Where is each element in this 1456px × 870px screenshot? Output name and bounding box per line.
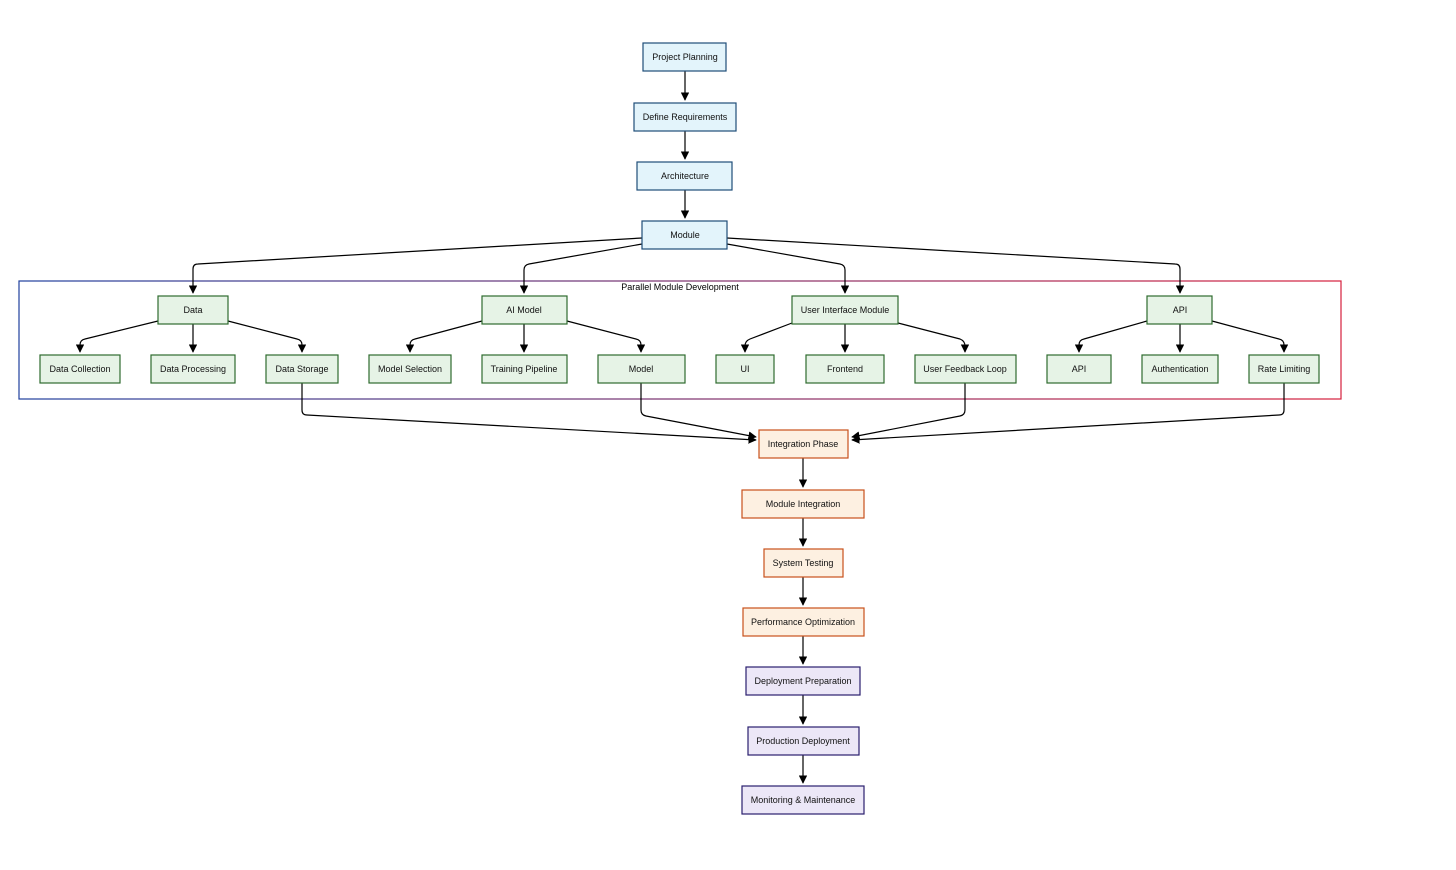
node-label: Authentication	[1151, 364, 1208, 374]
group-title: Parallel Module Development	[621, 282, 739, 292]
node-label: Integration Phase	[768, 439, 839, 449]
node-label: Training Pipeline	[491, 364, 558, 374]
node-system-testing[interactable]: System Testing	[763, 548, 844, 578]
edge-api-api	[1074, 320, 1148, 353]
node-training-pipeline[interactable]: Training Pipeline	[481, 354, 568, 384]
node-label: Define Requirements	[643, 112, 728, 122]
node-data[interactable]: Data	[157, 295, 229, 325]
node-model-selection[interactable]: Model Selection	[368, 354, 452, 384]
node-integration-phase[interactable]: Integration Phase	[758, 429, 849, 459]
node-label: Performance Optimization	[751, 617, 855, 627]
node-production-deployment[interactable]: Production Deployment	[747, 726, 860, 756]
node-ai-model[interactable]: AI Model	[481, 295, 568, 325]
node-label: AI Model	[506, 305, 542, 315]
edge-storage-integration	[301, 383, 757, 444]
node-frontend[interactable]: Frontend	[805, 354, 885, 384]
node-label: Project Planning	[652, 52, 718, 62]
node-module[interactable]: Module	[641, 220, 728, 250]
edge-uimodule-feedback	[897, 322, 970, 353]
edge-ai-model	[566, 320, 646, 353]
node-monitoring-maintenance[interactable]: Monitoring & Maintenance	[741, 785, 865, 815]
edge-data-storage	[227, 320, 307, 353]
node-project-planning[interactable]: Project Planning	[642, 42, 727, 72]
node-label: Architecture	[661, 171, 709, 181]
node-label: Monitoring & Maintenance	[751, 795, 856, 805]
node-deployment-preparation[interactable]: Deployment Preparation	[745, 666, 861, 696]
node-api-sub[interactable]: API	[1046, 354, 1112, 384]
node-module-integration[interactable]: Module Integration	[741, 489, 865, 519]
node-label: Rate Limiting	[1258, 364, 1311, 374]
edge-ratelimit-integration	[851, 383, 1285, 444]
node-label: Module	[670, 230, 700, 240]
edge-api-rate-limiting	[1211, 320, 1289, 353]
node-rate-limiting[interactable]: Rate Limiting	[1248, 354, 1320, 384]
node-label: Frontend	[827, 364, 863, 374]
node-authentication[interactable]: Authentication	[1141, 354, 1219, 384]
node-user-feedback-loop[interactable]: User Feedback Loop	[914, 354, 1017, 384]
edges	[75, 71, 1289, 784]
node-model[interactable]: Model	[597, 354, 686, 384]
node-label: Module Integration	[766, 499, 841, 509]
node-api[interactable]: API	[1146, 295, 1213, 325]
node-label: Deployment Preparation	[754, 676, 851, 686]
node-data-storage[interactable]: Data Storage	[265, 354, 339, 384]
node-user-interface-module[interactable]: User Interface Module	[791, 295, 899, 325]
node-label: Model Selection	[378, 364, 442, 374]
node-define-requirements[interactable]: Define Requirements	[633, 102, 737, 132]
node-label: Data Processing	[160, 364, 226, 374]
node-label: Production Deployment	[756, 736, 850, 746]
node-label: API	[1072, 364, 1087, 374]
node-label: Data Collection	[49, 364, 110, 374]
node-label: User Interface Module	[801, 305, 890, 315]
node-label: UI	[741, 364, 750, 374]
edge-uimodule-ui	[740, 322, 793, 353]
node-data-collection[interactable]: Data Collection	[39, 354, 121, 384]
edge-model-integration	[640, 383, 757, 440]
edge-feedback-integration	[851, 383, 966, 440]
node-label: User Feedback Loop	[923, 364, 1007, 374]
edge-module-api	[726, 237, 1185, 294]
parallel-module-development-group: Parallel Module Development	[18, 280, 1342, 400]
node-performance-optimization[interactable]: Performance Optimization	[742, 607, 865, 637]
node-label: API	[1173, 305, 1188, 315]
edge-ai-model-selection	[405, 320, 483, 353]
node-label: System Testing	[773, 558, 834, 568]
node-architecture[interactable]: Architecture	[636, 161, 733, 191]
edge-module-ai-model	[519, 243, 643, 294]
node-label: Model	[629, 364, 654, 374]
node-data-processing[interactable]: Data Processing	[150, 354, 236, 384]
node-label: Data	[183, 305, 202, 315]
node-label: Data Storage	[275, 364, 328, 374]
edge-module-data	[188, 237, 643, 294]
edge-module-ui-module	[726, 243, 850, 294]
node-ui[interactable]: UI	[715, 354, 775, 384]
edge-data-collection	[75, 320, 159, 353]
